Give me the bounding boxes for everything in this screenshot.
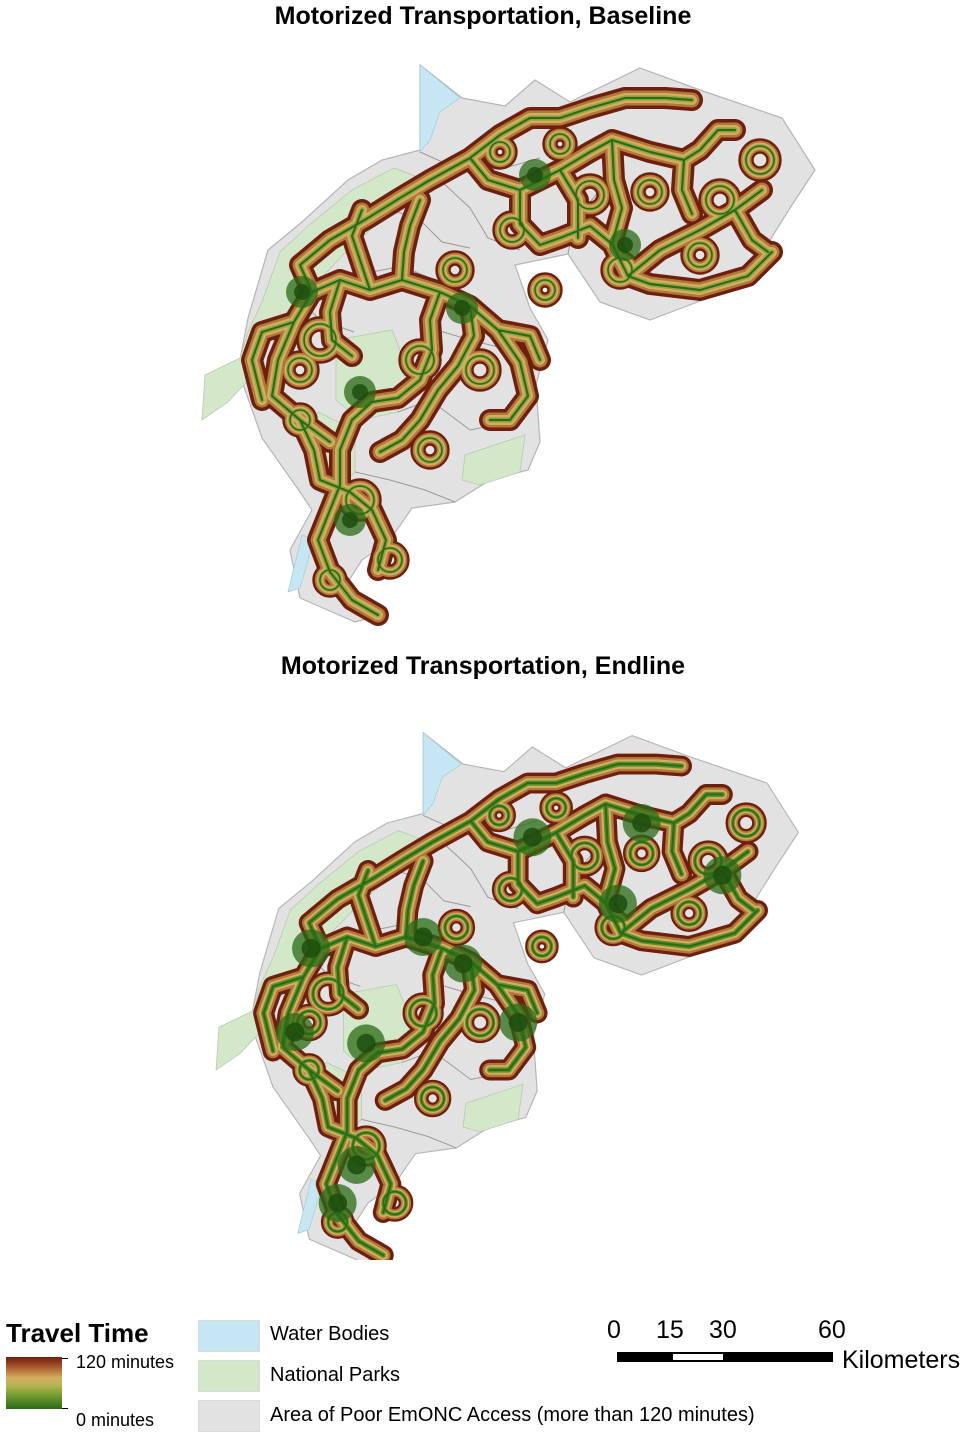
baseline-road-loop-9-core <box>287 357 313 383</box>
baseline-road-loop-3-core <box>499 217 525 243</box>
endline-access-hub-core-0 <box>301 938 321 958</box>
baseline-road-loop-8-core <box>377 547 403 573</box>
poor-access-swatch <box>198 1400 260 1432</box>
endline-access-hub-core-7 <box>712 865 732 885</box>
scale-unit-label: Kilometers <box>842 1346 961 1374</box>
endline-access-hub-core-6 <box>413 927 433 947</box>
endline-national-parks <box>215 830 524 1145</box>
endline-access-hub-core-10 <box>328 1193 348 1213</box>
poor-access-label: Area of Poor EmONC Access (more than 120… <box>270 1404 755 1426</box>
baseline-road-loop-18-core <box>745 145 775 175</box>
water-bodies-swatch <box>198 1320 260 1352</box>
national-parks-label: National Parks <box>270 1364 401 1386</box>
endline-road-loop-8-core <box>382 1190 407 1216</box>
endline-access-hub-core-4 <box>356 1033 376 1053</box>
scale-segment-2 <box>671 1352 725 1362</box>
endline-road-loop-10-core <box>444 915 469 940</box>
endline-road-loop-4-core <box>570 842 599 871</box>
endline-road-loop-17-core <box>488 805 510 826</box>
ramp-tick-min <box>62 1408 68 1409</box>
endline-access-hub-core-9 <box>285 1022 305 1042</box>
ramp-tick-max <box>62 1358 68 1359</box>
map-title-baseline: Motorized Transportation, Baseline <box>274 2 692 30</box>
endline-road-loop-16-core <box>420 1086 445 1111</box>
baseline-road-loop-10-core <box>442 257 468 283</box>
scale-tick-60: 60 <box>818 1316 846 1344</box>
scale-segment-3 <box>723 1352 833 1362</box>
baseline-access-hub-core-5 <box>342 512 358 528</box>
baseline-access-hub-core-0 <box>294 284 310 300</box>
baseline-road-loop-6-core <box>705 185 735 215</box>
endline-road-loop-14-core <box>298 1059 320 1081</box>
baseline-road-loop-16-core <box>417 437 443 463</box>
map-endline <box>215 731 800 1260</box>
endline-access-hub-core-3 <box>608 894 628 914</box>
baseline-road-loop-14-core <box>289 409 311 431</box>
baseline-road-loop-17-core <box>489 141 511 163</box>
baseline-road-loop-4-core <box>575 180 605 210</box>
baseline-access-hub-core-1 <box>454 300 470 316</box>
endline-road-loop-0-core <box>312 978 345 1010</box>
endline-access-hub-core-1 <box>453 954 473 974</box>
baseline-access-hub-core-4 <box>352 384 368 400</box>
water-bodies-label: Water Bodies <box>270 1323 390 1345</box>
baseline-road-loop-1-core <box>405 345 435 375</box>
ramp-label-max: 120 minutes <box>76 1352 175 1372</box>
map-title-endline: Motorized Transportation, Endline <box>280 652 686 680</box>
baseline-road-loop-11-core <box>534 279 556 301</box>
endline-road-loop-18-core <box>732 808 761 838</box>
baseline-access-hub-core-3 <box>617 237 633 253</box>
endline-access-hub-core-11 <box>508 1013 528 1032</box>
map-baseline <box>201 63 816 626</box>
endline-access-hub-core-8 <box>632 813 652 833</box>
endline-road-loop-13-core <box>677 901 702 926</box>
legend-travel-time-heading: Travel Time <box>6 1318 149 1348</box>
baseline-road-loop-5-core <box>637 179 663 205</box>
endline-road-loop-11-core <box>531 936 553 957</box>
endline-access-hub-core-5 <box>347 1155 367 1175</box>
endline-access-hub-core-2 <box>522 827 542 847</box>
baseline-access-hub-core-2 <box>527 167 543 183</box>
endline-road-loop-2-core <box>466 1008 495 1037</box>
baseline-road-loop-13-core <box>687 242 713 268</box>
baseline-travel-time-network <box>241 87 783 626</box>
baseline-road-loop-19-core <box>549 133 571 155</box>
baseline-road-loop-2-core <box>465 355 495 385</box>
baseline-road-loop-0-core <box>303 323 337 357</box>
endline-travel-time-network <box>253 753 768 1260</box>
endline-road-loop-1-core <box>409 998 438 1028</box>
scale-segment-1 <box>617 1352 673 1362</box>
scale-tick-30: 30 <box>709 1316 737 1344</box>
scale-tick-15: 15 <box>656 1316 684 1344</box>
baseline-road-loop-15-core <box>319 569 341 591</box>
scale-tick-0: 0 <box>607 1316 621 1344</box>
endline-road-loop-3-core <box>498 877 523 902</box>
travel-time-color-ramp <box>6 1357 62 1409</box>
endline-road-loop-19-core <box>545 797 567 819</box>
ramp-label-min: 0 minutes <box>76 1410 155 1430</box>
national-parks-swatch <box>198 1360 260 1392</box>
